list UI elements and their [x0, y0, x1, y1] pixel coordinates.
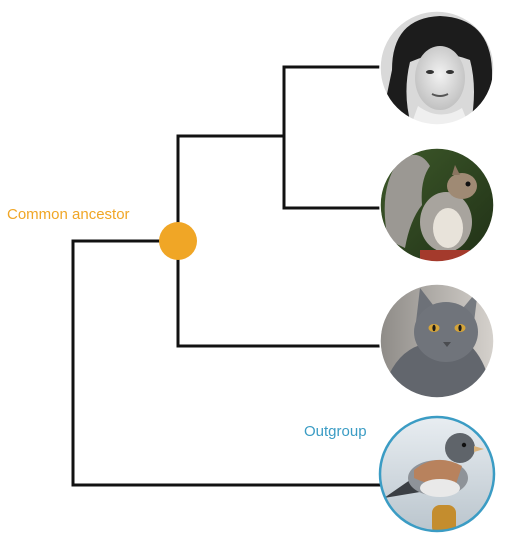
outgroup-label: Outgroup: [304, 423, 367, 440]
branch-inner-to-squirrel: [282, 134, 382, 210]
human-portrait-frame: [379, 10, 495, 126]
cat-frame: [379, 283, 495, 399]
squirrel-frame: [379, 147, 495, 263]
common-ancestor-node: [159, 222, 197, 260]
bird-outgroup-ring: [378, 415, 496, 533]
branch-ancestor-to-inner-node: [176, 134, 286, 243]
human-portrait-image: [380, 11, 494, 125]
branch-ancestor-to-cat: [176, 239, 382, 348]
bird-image: [380, 417, 494, 531]
squirrel-image: [380, 148, 494, 262]
tree-branches: [71, 65, 382, 487]
common-ancestor-label: Common ancestor: [7, 206, 130, 223]
cat-image: [380, 284, 494, 398]
branch-root-to-outgroup: [71, 239, 382, 487]
branch-inner-to-human: [282, 65, 382, 138]
